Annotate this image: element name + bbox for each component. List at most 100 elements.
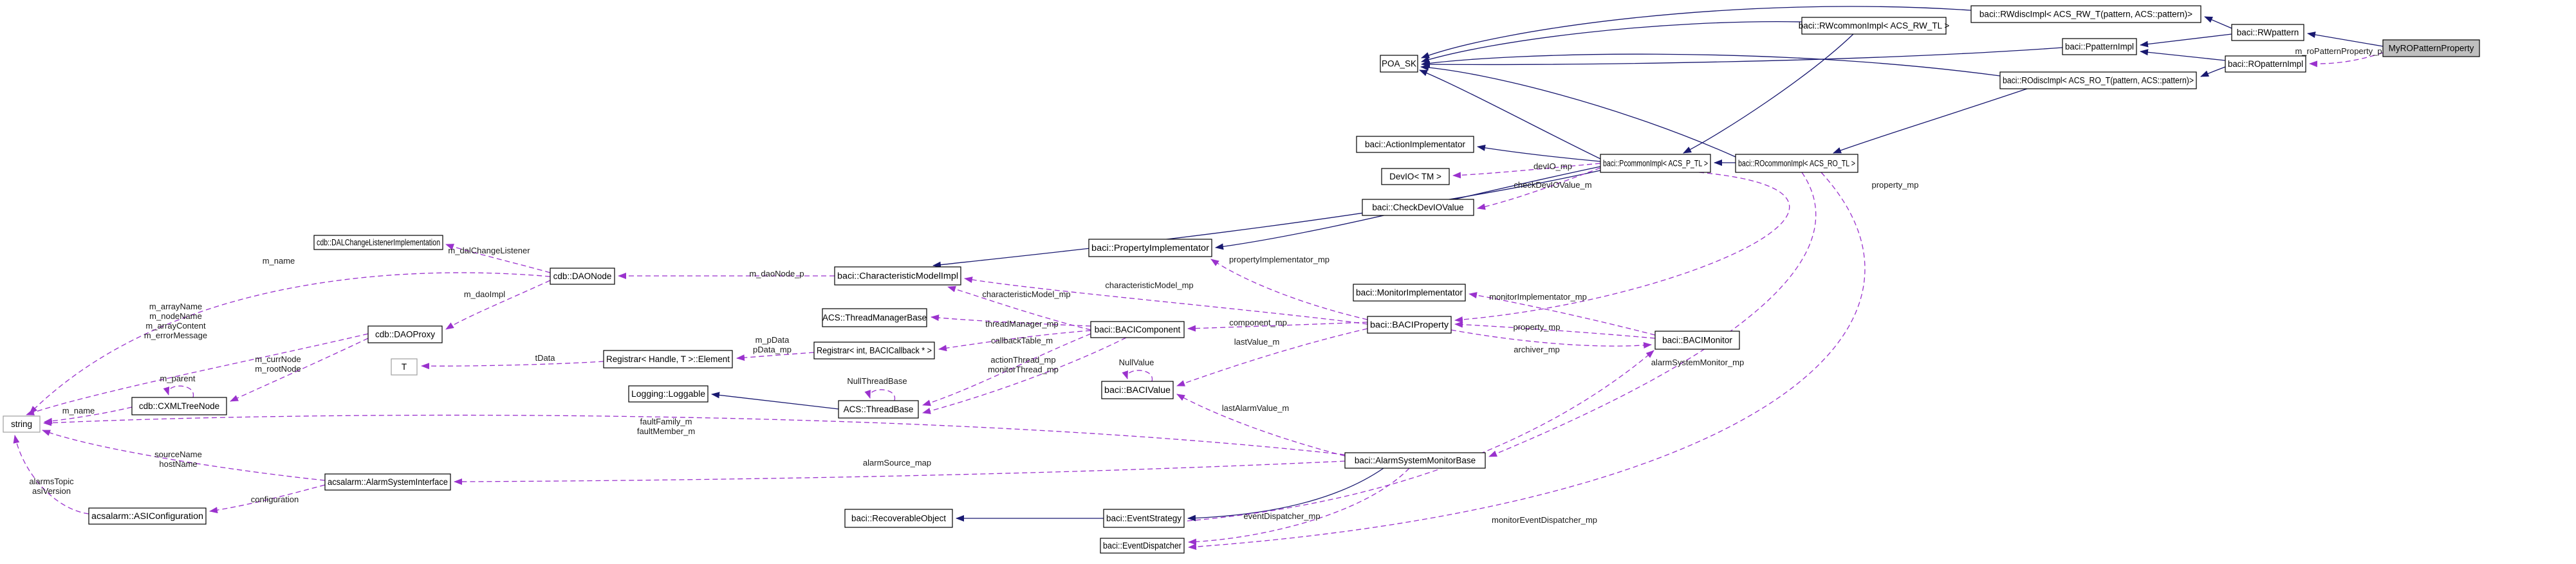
class-node-checkdevio[interactable]: baci::CheckDevIOValue (1362, 199, 1474, 216)
class-node-label: cdb::DAOProxy (375, 330, 435, 340)
class-node-label: acsalarm::ASIConfiguration (91, 511, 203, 521)
class-node-actionimpl[interactable]: baci::ActionImplementator (1356, 136, 1474, 153)
usage-edge (1187, 322, 1368, 332)
class-node-tbox: T (391, 358, 418, 376)
edge-label-m-daoImpl: m_daoImpl (464, 289, 505, 299)
usage-edge (1454, 172, 1790, 323)
inheritance-edge (2204, 16, 2232, 29)
inheritance-edge (1421, 21, 1802, 63)
class-node-recoverable[interactable]: baci::RecoverableObject (844, 509, 953, 528)
usage-edge (13, 435, 89, 514)
edge-label-configuration: configuration (251, 495, 299, 504)
usage-edge (1452, 163, 1601, 179)
class-node-registrar_elem[interactable]: Registrar< Handle, T >::Element (603, 350, 733, 368)
class-node-baciprop[interactable]: baci::BACIProperty (1367, 316, 1452, 334)
edge-label-NullThreadBase: NullThreadBase (847, 376, 907, 386)
class-node-label: baci::RWpattern (2237, 28, 2299, 37)
edge-label-threadManager-mp: threadManager_mp (985, 319, 1058, 329)
class-node-alarmbase[interactable]: baci::AlarmSystemMonitorBase (1344, 452, 1486, 469)
class-node-dalchange[interactable]: cdb::DALChangeListenerImplementation (313, 235, 443, 250)
class-node-label: baci::PcommonImpl< ACS_P_TL > (1603, 159, 1708, 168)
edge-label-monitorImplementator-mp: monitorImplementator_mp (1489, 292, 1587, 302)
class-node-rwpattern[interactable]: baci::RWpattern (2231, 24, 2304, 41)
class-node-bacivalue[interactable]: baci::BACIValue (1101, 381, 1174, 399)
inheritance-edge (1187, 468, 1384, 522)
class-node-pcommon[interactable]: baci::PcommonImpl< ACS_P_TL > (1600, 154, 1711, 173)
usage-edge (1469, 292, 1656, 336)
edge-label-NullValue: NullValue (1119, 358, 1154, 367)
class-node-devio[interactable]: DevIO< TM > (1381, 168, 1450, 185)
class-node-label: baci::EventDispatcher (1103, 541, 1181, 550)
inheritance-edge (2140, 33, 2232, 48)
class-node-asiconfig[interactable]: acsalarm::ASIConfiguration (88, 507, 207, 525)
class-node-label: baci::AlarmSystemMonitorBase (1355, 456, 1476, 466)
usage-edge (454, 460, 1346, 485)
edge-label-m-parent: m_parent (160, 374, 196, 383)
class-node-rocommon[interactable]: baci::ROcommonImpl< ACS_RO_TL > (1735, 154, 1858, 173)
edge-label-callbackTable-m: callbackTable_m (991, 336, 1053, 345)
class-node-rwcommon[interactable]: baci::RWcommonImpl< ACS_RW_TL > (1799, 17, 1950, 35)
inheritance-edge (1419, 69, 1601, 159)
usage-edge (938, 330, 1091, 352)
inheritance-edge (1422, 47, 2063, 68)
usage-edge (26, 333, 369, 415)
class-node-label: baci::PpatternImpl (2065, 42, 2134, 51)
class-node-label: baci::EventStrategy (1106, 514, 1181, 523)
class-node-eventstrategy[interactable]: baci::EventStrategy (1103, 509, 1185, 528)
usage-edge (1176, 394, 1346, 457)
usage-edge (964, 277, 1368, 325)
usage-edge (1188, 172, 1866, 550)
edge-label-property-mp-lower: property_mp (1514, 322, 1561, 332)
class-node-ropatternimpl[interactable]: baci::ROpatternImpl (2225, 55, 2306, 73)
edge-label-m-daoNode-p: m_daoNode_p (749, 269, 804, 278)
usage-edge (445, 280, 551, 330)
usage-edge (1488, 172, 1817, 457)
usage-edge (922, 333, 1091, 406)
usage-edge (42, 430, 326, 481)
class-node-registrar_int[interactable]: Registrar< int, BACICallback * > (813, 341, 935, 359)
class-node-propimpl[interactable]: baci::PropertyImplementator (1088, 239, 1212, 257)
inheritance-edge (932, 170, 1601, 268)
class-node-label: baci::ActionImplementator (1365, 140, 1466, 149)
class-node-charmodel[interactable]: baci::CharacteristicModelImpl (834, 266, 961, 286)
class-node-threadbase[interactable]: ACS::ThreadBase (838, 400, 919, 419)
inheritance-edge (1421, 53, 2001, 77)
class-node-label: baci::BACIComponent (1095, 325, 1181, 334)
class-node-alarmiface[interactable]: acsalarm::AlarmSystemInterface (324, 473, 451, 491)
class-node-label: DevIO< TM > (1389, 172, 1441, 181)
edge-label-m-name-top: m_name (263, 256, 295, 266)
edge-label-lastAlarmValue-m: lastAlarmValue_m (1222, 403, 1290, 413)
edge-label-characteristicModel-mp-lower: characteristicModel_mp (982, 289, 1070, 299)
inheritance-edge (2200, 66, 2226, 77)
class-node-ppatternimpl[interactable]: baci::PpatternImpl (2062, 38, 2137, 55)
class-node-bacimon[interactable]: baci::BACIMonitor (1654, 331, 1740, 350)
class-node-daonode[interactable]: cdb::DAONode (550, 268, 615, 285)
class-node-rodisc[interactable]: baci::ROdiscImpl< ACS_RO_T(pattern, ACS:… (1999, 71, 2197, 89)
class-node-monimpl[interactable]: baci::MonitorImplementator (1353, 284, 1466, 302)
class-node-label: acsalarm::AlarmSystemInterface (328, 477, 448, 487)
edge-label-m-name-string: m_name (62, 406, 95, 415)
usage-edge (2309, 52, 2384, 68)
usage-edge (43, 414, 1346, 455)
usage-edge (931, 314, 1091, 327)
class-node-threadmgr[interactable]: ACS::ThreadManagerBase (822, 308, 927, 327)
class-node-poa_sk[interactable]: POA_SK (1380, 55, 1418, 73)
class-node-loggable[interactable]: Logging::Loggable (628, 385, 709, 403)
usage-edge (1477, 167, 1601, 210)
class-node-label: ACS::ThreadManagerBase (822, 313, 927, 323)
class-node-daoproxy[interactable]: cdb::DAOProxy (367, 325, 443, 343)
class-node-bacicomp[interactable]: baci::BACIComponent (1090, 321, 1185, 338)
inheritance-edge (1477, 144, 1601, 162)
class-node-cxml[interactable]: cdb::CXMLTreeNode (131, 397, 227, 415)
class-node-eventdispatcher[interactable]: baci::EventDispatcher (1100, 538, 1185, 554)
edge-label-devIO-mp: devIO_mp (1534, 161, 1572, 171)
edge-label-lastValue-m: lastValue_m (1234, 337, 1280, 347)
class-node-label: baci::CharacteristicModelImpl (837, 271, 958, 281)
usage-edge (1210, 259, 1368, 320)
class-node-rwdisc[interactable]: baci::RWdiscImpl< ACS_RW_T(pattern, ACS:… (1970, 5, 2201, 23)
class-node-label: POA_SK (1382, 59, 1416, 69)
